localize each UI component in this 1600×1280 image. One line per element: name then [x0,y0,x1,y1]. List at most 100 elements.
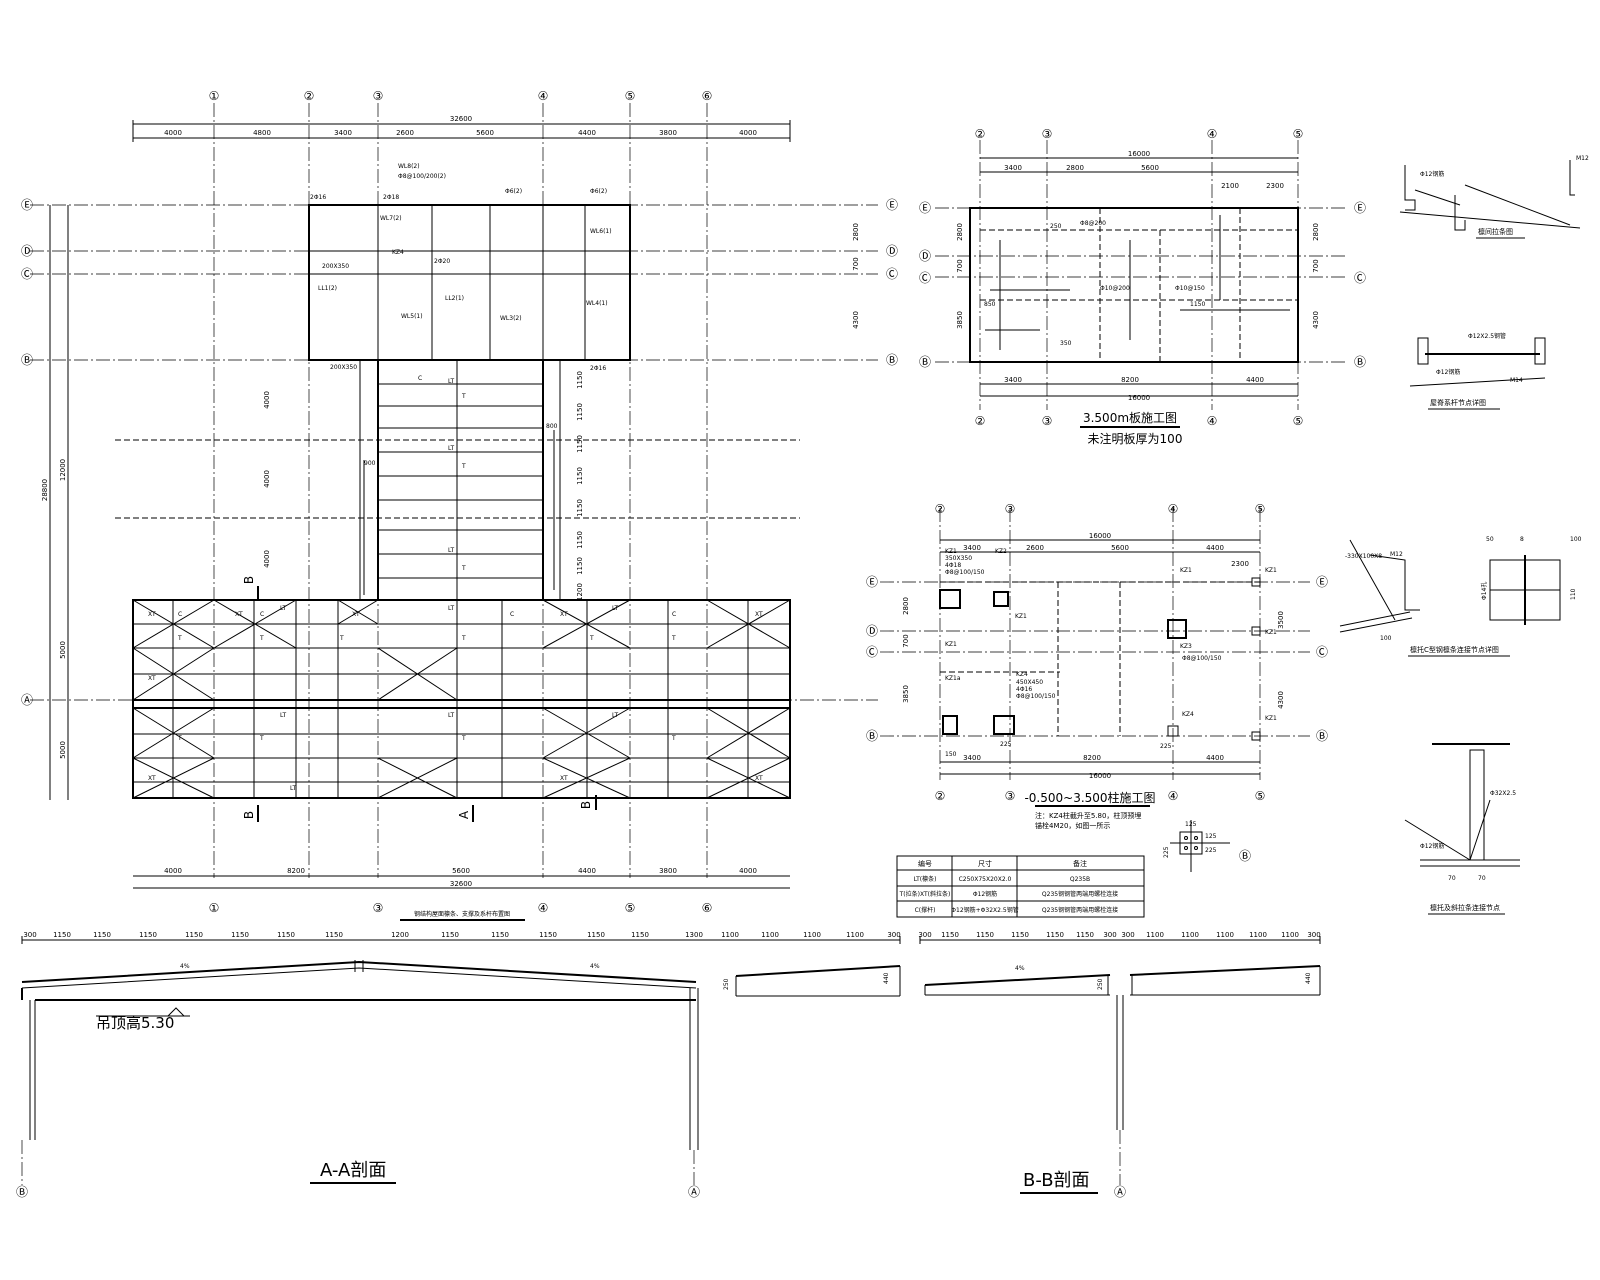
axis-label-B-left: Ⓑ [21,353,33,367]
main-dim-top-5: 5600 [476,129,494,137]
slab-axis-2-top: ② [975,127,986,141]
axis-label-6-bottom: ⑥ [702,901,713,915]
main-dim-right-3: 4300 [852,311,860,329]
beam-note-wl5: WL5(1) [401,313,423,320]
slab-dim-top-4: 2100 [1221,182,1239,190]
col-plan-note-1: 注：KZ4柱截升至5.80，柱顶预埋 [1035,811,1141,820]
col-dim-left-2: 700 [902,634,910,647]
beam-note-ll1: LL1(2) [318,285,337,292]
aa-dim-8: 1150 [325,931,343,939]
grid-tag-t-8: T [259,735,264,742]
beam-note-wl6: WL6(1) [590,228,612,235]
stair-dim-1: 1150 [576,371,584,389]
slab-label-1: Φ8@200 [1080,220,1106,227]
beam-note-rebar-4: 2Φ20 [434,258,450,265]
aa-axis-A: Ⓐ [688,1185,700,1199]
slab-dim-right-1: 2800 [1312,223,1320,241]
section-mark-b-2: B [579,801,593,809]
table-header-size: 尺寸 [978,859,992,868]
slab-dim-left-3: 3850 [956,311,964,329]
member-schedule-table: 编号 尺寸 备注 LT(檩条) C250X75X20X2.0 Q235B T(拉… [896,855,1145,918]
bb-axis-A: Ⓐ [1114,1185,1126,1199]
detail-2-tag-1: Φ12X2.5钢管 [1468,332,1506,340]
detail-4-dim-2: 70 [1478,875,1486,882]
col-axis-C-left: Ⓒ [866,645,878,659]
detail-purlin-bracket: -330X100X8 M12 100 50 Φ14孔 8 100 110 檩托C… [1339,536,1582,657]
col-axis-2-top: ② [935,502,946,516]
aa-dim-13: 1150 [587,931,605,939]
slab-axis-B-right: Ⓑ [1354,355,1366,369]
slab-label-7: 350 [1060,340,1072,347]
section-mark-a: A [457,810,471,819]
detail-4-tag-1: Φ32X2.5 [1490,790,1516,797]
main-total-dim-bottom: 32600 [450,880,472,888]
col-dim-bottom-2: 8200 [1083,754,1101,762]
grid-tag-c-1: C [178,611,182,618]
col-axis-D-left: Ⓓ [866,624,878,638]
slab-dim-left-1: 2800 [956,223,964,241]
aa-dim-18: 1100 [803,931,821,939]
corridor-tag-t-2: T [461,463,466,470]
aa-section-title: A-A剖面 [320,1160,386,1181]
slab-dim-top-2: 2800 [1066,164,1084,172]
stair-dim-2: 1150 [576,403,584,421]
beam-note-wl8: WL8(2) [398,163,420,170]
main-plan-top-dimensions: 32600 4000 4800 3400 2600 5600 4400 3800… [132,115,791,142]
col-note-size-2: 450X450 [1016,679,1043,686]
grid-tag-xt-9: XT [755,775,763,782]
slab-label-6: 250 [1050,223,1062,230]
col-axis-4-bottom: ④ [1168,789,1179,803]
col-axis-E-right: Ⓔ [1316,575,1328,589]
grid-tag-xt-1: XT [148,611,156,618]
slab-label-3: Φ10@150 [1175,285,1205,292]
aa-axis-B: Ⓑ [16,1185,28,1199]
axis-label-E-left: Ⓔ [21,198,33,212]
stair-dim-5: 1150 [576,499,584,517]
main-dim-bottom-3: 5600 [452,867,470,875]
axis-label-D-right: Ⓓ [886,244,898,258]
grid-tag-t-10: T [671,735,676,742]
bb-dim-4: 1150 [1011,931,1029,939]
table-row-2-size: Φ12钢筋 [973,890,997,898]
aa-dim-4: 1150 [139,931,157,939]
main-total-dim-top: 32600 [450,115,472,123]
detail-3-title: 檩托C型钢檩条连接节点详图 [1410,645,1499,654]
aa-dim-16: 1100 [721,931,739,939]
section-b-b: 300 1150 1150 1150 1150 1150 300 300 110… [918,931,1320,1199]
main-plan-axis-lines [30,103,878,878]
col-note-225-a: 225 [1000,741,1012,748]
bb-h1: 250 [1097,978,1104,990]
col-dim-top-4: 4400 [1206,544,1224,552]
slab-axis-B-left: Ⓑ [919,355,931,369]
col-axis-2-bottom: ② [935,789,946,803]
bb-dim-3: 1150 [976,931,994,939]
col-plan-title: -0.500~3.500柱施工图 [1024,790,1155,805]
slab-axis-3-bottom: ③ [1042,414,1053,428]
slab-dim-top-3: 5600 [1141,164,1159,172]
corridor-tag-lt-3: LT [448,547,455,554]
beam-note-size-1: 200X350 [322,263,349,270]
main-dim-bottom-1: 4000 [164,867,182,875]
col-note-size-1: 350X350 [945,555,972,562]
col-axis-3-bottom: ③ [1005,789,1016,803]
col-note-stirrup-3: Φ8@100/150 [1182,655,1222,662]
slab-total-bottom: 16000 [1128,394,1150,402]
detail-bracket-diagonal: Φ32X2.5 Φ12钢筋 70 70 檩托及斜拉条连接节点 [1404,743,1520,915]
aa-dim-2: 1150 [53,931,71,939]
slab-axis-E-left: Ⓔ [919,201,931,215]
slab-plan-3500: ② ③ ④ ⑤ ② ③ ④ ⑤ Ⓔ Ⓓ Ⓒ Ⓑ Ⓔ Ⓒ Ⓑ 16000 3400… [919,127,1366,446]
table-row-3-note: Q235钢钢管两端用螺栓连接 [1042,906,1118,914]
detail-3-dim-110: 110 [1570,588,1577,600]
bb-dim-13: 1100 [1281,931,1299,939]
section-mark-b-1: B [242,811,256,819]
slab-axis-C-right: Ⓒ [1354,271,1366,285]
slab-axis-4-bottom: ④ [1207,414,1218,428]
col-tag-kz3: KZ3 [1180,643,1192,650]
detail-1-tag-2: M12 [1576,155,1589,162]
grid-tag-t-6: T [671,635,676,642]
main-dim-top-6: 4400 [578,129,596,137]
corridor-tag-lt-1: LT [448,378,455,385]
slab-label-4: 850 [984,301,996,308]
detail-1-title: 檩间拉条图 [1478,227,1513,236]
main-dim-left-total-b: 28800 [41,479,49,501]
